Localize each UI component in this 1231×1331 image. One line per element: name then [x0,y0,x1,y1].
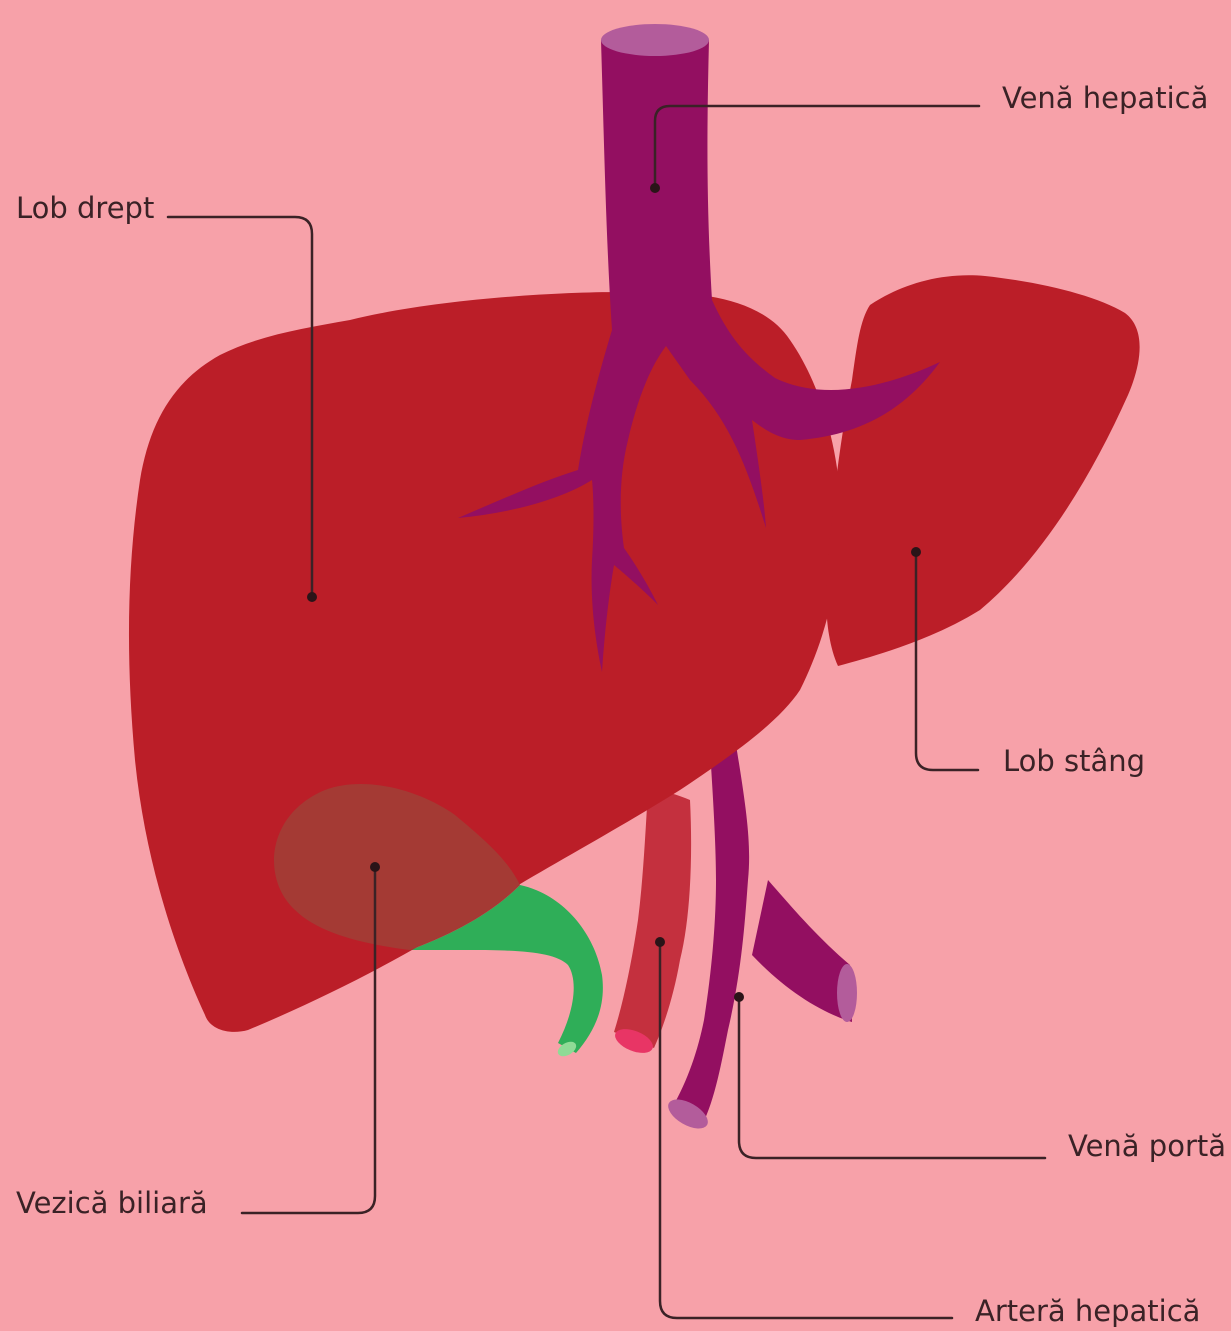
hepatic-vein-cap [601,24,709,56]
label-vena-porta: Venă portă [1068,1128,1226,1164]
vezica-biliara-dot [370,862,380,872]
portal-branch-cap [837,964,857,1022]
label-lob-drept: Lob drept [16,190,154,226]
label-vezica-biliara: Vezică biliară [16,1185,208,1221]
vena-porta-dot [734,992,744,1002]
vena-hepatica-dot [650,183,660,193]
artera-hepatica-dot [655,937,665,947]
lob-stang-dot [911,547,921,557]
label-vena-hepatica: Venă hepatică [1002,80,1208,116]
label-artera-hepatica: Arteră hepatică [975,1293,1200,1329]
lob-drept-dot [307,592,317,602]
label-lob-stang: Lob stâng [1003,743,1145,779]
